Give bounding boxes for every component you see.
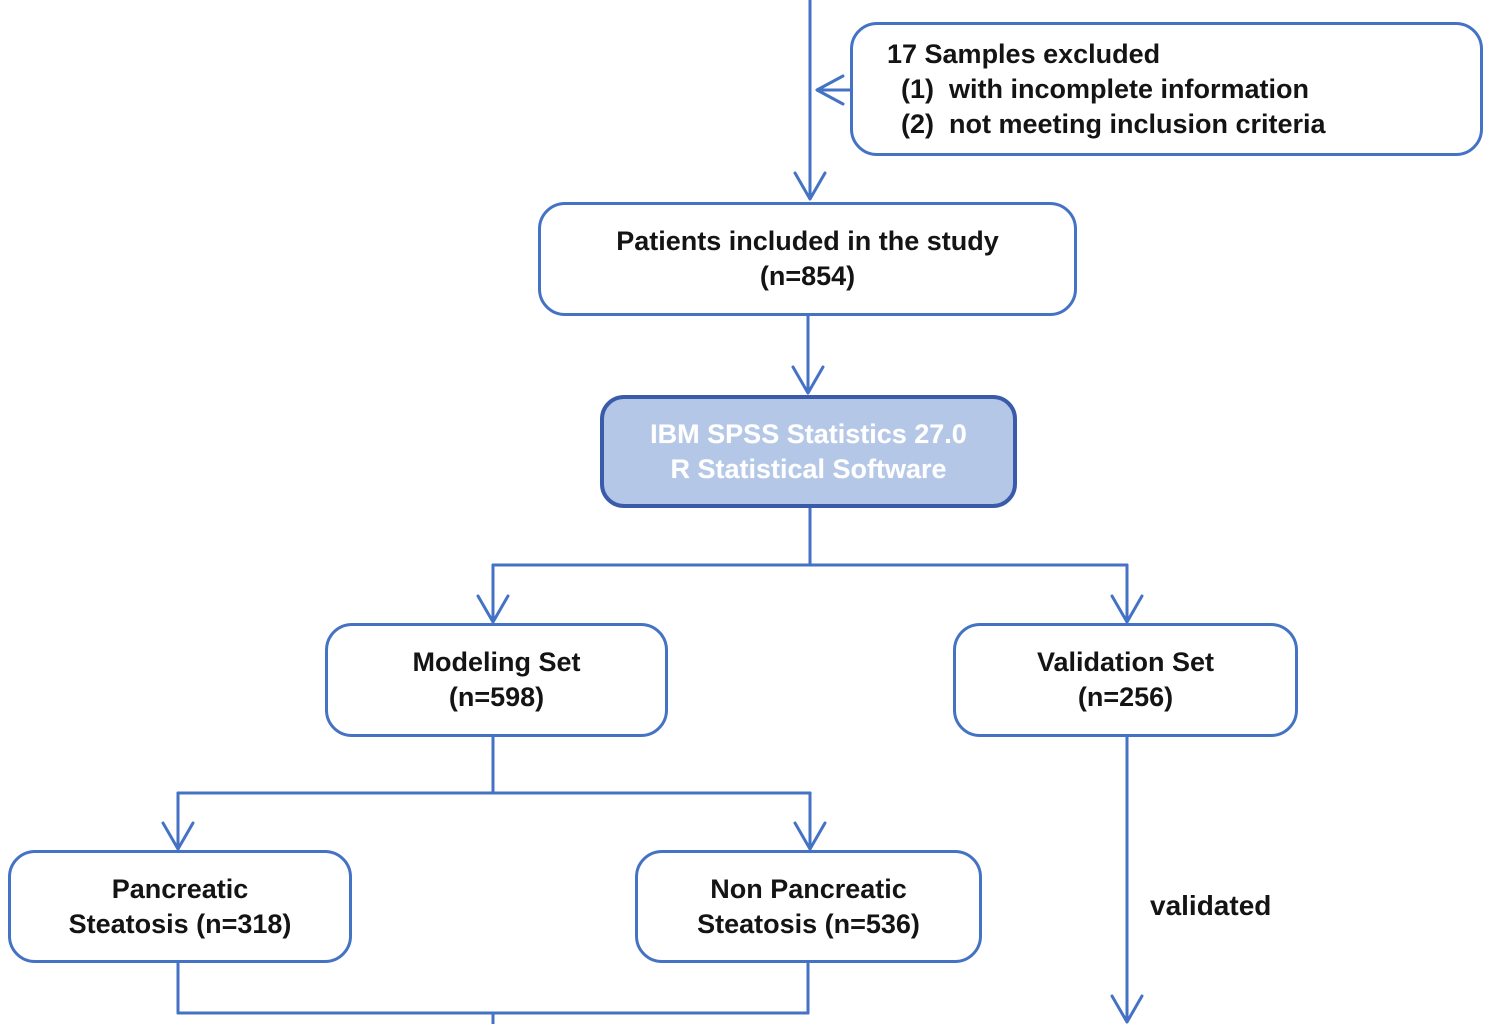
arrow-validation-down	[1110, 735, 1144, 1024]
excluded-box: 17 Samples excluded (1) with incomplete …	[850, 22, 1483, 156]
validated-label: validated	[1150, 890, 1272, 921]
pancreatic-line-1: Pancreatic	[111, 873, 249, 904]
merge-steatosis-bottom	[176, 961, 810, 1024]
validation-line-1: Validation Set	[1036, 647, 1215, 677]
patients-line-1: Patients included in the study	[616, 226, 999, 256]
excluded-line-reason-2: (2) not meeting inclusion criteria	[901, 108, 1326, 139]
modeling-set-box: Modeling Set (n=598)	[325, 623, 668, 737]
patients-included-box: Patients included in the study (n=854)	[538, 202, 1077, 316]
arrow-excluded-to-mainline	[815, 74, 857, 106]
pancreatic-count: Steatosis (n=318)	[68, 908, 292, 939]
non-pancreatic-count: Steatosis (n=536)	[697, 908, 920, 939]
software-line-1: IBM SPSS Statistics 27.0	[650, 418, 967, 449]
modeling-count: (n=598)	[448, 682, 545, 712]
pancreatic-steatosis-box: Pancreatic Steatosis (n=318)	[8, 850, 352, 963]
software-box: IBM SPSS Statistics 27.0 R Statistical S…	[600, 395, 1017, 508]
validation-count: (n=256)	[1077, 682, 1174, 712]
split-software-to-sets	[476, 506, 1144, 624]
non-pancreatic-line-1: Non Pancreatic	[710, 873, 907, 904]
software-line-2: R Statistical Software	[670, 453, 947, 484]
split-modeling-to-steatosis	[161, 735, 827, 851]
modeling-line-1: Modeling Set	[412, 647, 581, 677]
excluded-line-title: 17 Samples excluded	[887, 38, 1161, 69]
validation-set-box: Validation Set (n=256)	[953, 623, 1298, 737]
non-pancreatic-steatosis-box: Non Pancreatic Steatosis (n=536)	[635, 850, 982, 963]
arrow-patients-to-software	[791, 314, 825, 395]
arrow-top-into-patients	[793, 0, 827, 201]
patients-count: (n=854)	[759, 261, 856, 291]
excluded-line-reason-1: (1) with incomplete information	[901, 73, 1310, 104]
